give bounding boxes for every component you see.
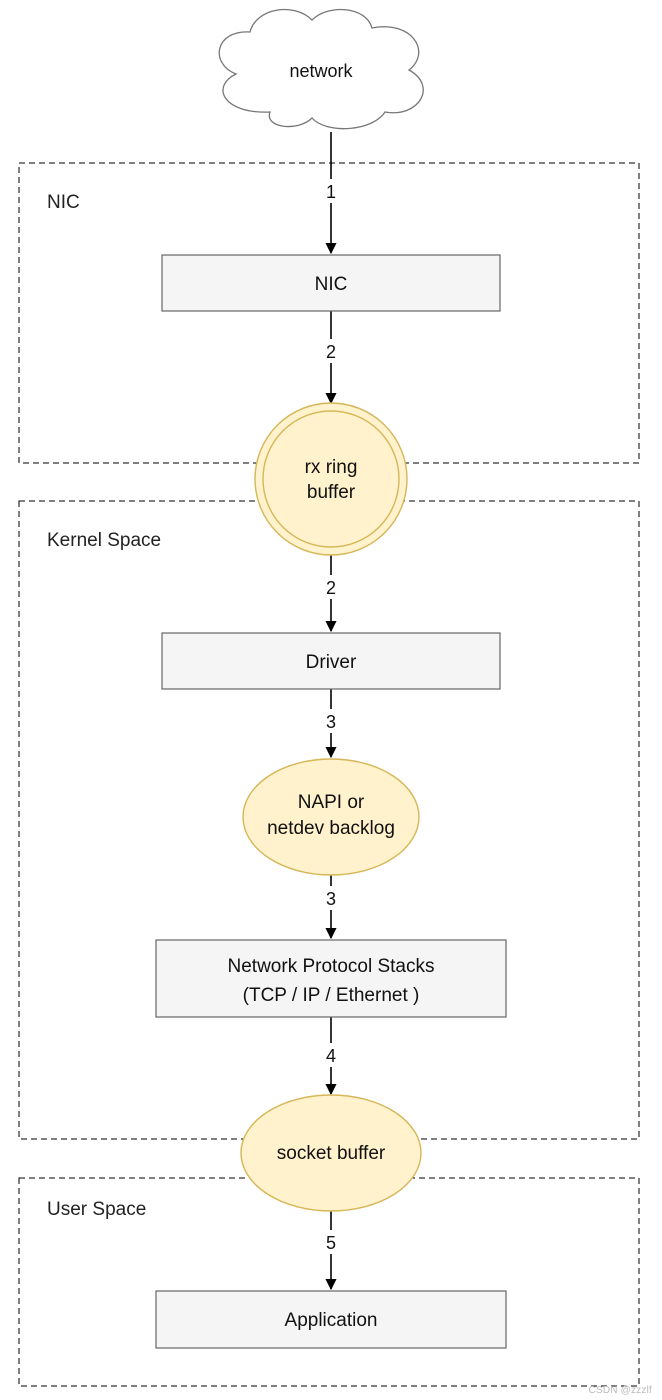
application-box-label: Application — [285, 1310, 378, 1331]
socket-buffer-node — [240, 1094, 422, 1212]
rx-ring-buffer-label-line1: rx ring — [305, 457, 358, 478]
network-cloud — [218, 8, 424, 130]
nic-box — [161, 254, 501, 312]
step-label-2-driver: 2 — [326, 578, 336, 598]
nic-box-label: NIC — [315, 274, 348, 295]
rx-ring-buffer-node — [254, 402, 408, 556]
step-label-5: 5 — [326, 1233, 336, 1253]
step-label-1: 1 — [326, 182, 336, 202]
application-box — [155, 1290, 507, 1349]
driver-box-label: Driver — [306, 652, 357, 673]
nic-group-label: NIC — [47, 192, 80, 213]
kernel-space-group-label: Kernel Space — [47, 530, 161, 551]
napi-backlog-node — [242, 758, 420, 876]
napi-backlog-label-line1: NAPI or — [298, 792, 365, 813]
protocol-stacks-label-line2: (TCP / IP / Ethernet ) — [243, 985, 420, 1006]
step-label-3-stack: 3 — [326, 889, 336, 909]
step-label-2-nic: 2 — [326, 342, 336, 362]
protocol-stacks-label-line1: Network Protocol Stacks — [228, 956, 435, 977]
rx-ring-buffer-label-line2: buffer — [307, 482, 356, 503]
step-label-3-napi: 3 — [326, 712, 336, 732]
user-space-group-label: User Space — [47, 1199, 146, 1220]
driver-box — [161, 632, 501, 690]
network-cloud-label: network — [289, 61, 353, 81]
step-label-4: 4 — [326, 1046, 336, 1066]
protocol-stacks-box — [155, 939, 507, 1018]
csdn-watermark: CSDN @zzzlf — [588, 1385, 652, 1396]
socket-buffer-label: socket buffer — [277, 1143, 386, 1164]
napi-backlog-label-line2: netdev backlog — [267, 818, 395, 839]
